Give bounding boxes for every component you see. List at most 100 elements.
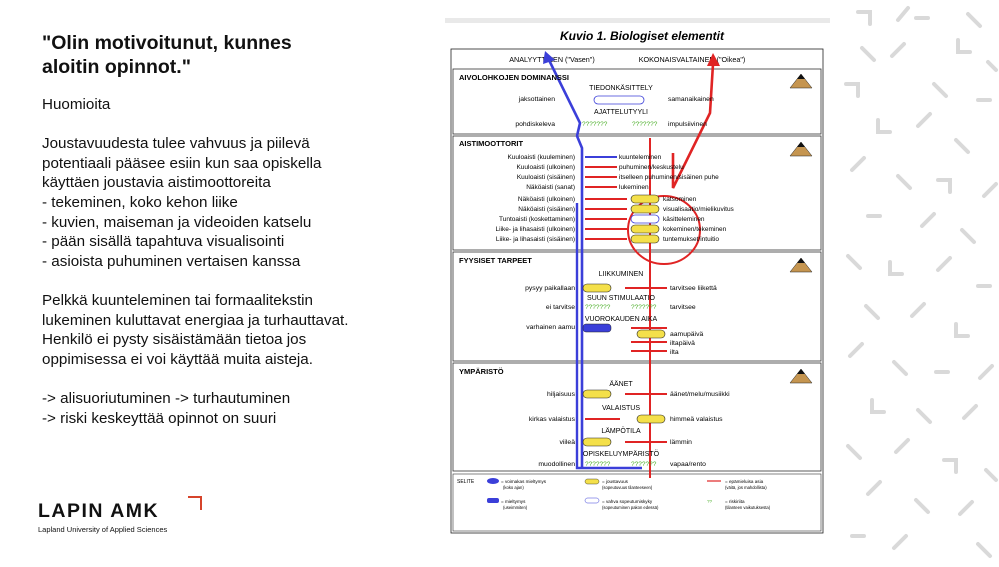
legend-text: (sopeutuminen pakon edessä) (602, 505, 659, 510)
suun-right: tarvitsee (670, 304, 696, 311)
chevron-icon (850, 156, 866, 172)
red-arrowhead (707, 53, 720, 66)
legend-text: (useimmiten) (503, 505, 528, 510)
chevron-icon (956, 38, 972, 54)
decorative-pattern (838, 0, 999, 562)
pyramid-icon (789, 73, 813, 89)
body-line: lukeminen kuluttavat energiaa ja turhaut… (42, 311, 349, 329)
section-box-1 (452, 68, 822, 135)
body-line: käyttäen joustavia aistimoottoreita (42, 174, 271, 192)
yellow-bar (636, 329, 666, 339)
figure-top-bar (445, 18, 830, 23)
red-highlight-circle (627, 195, 701, 265)
sense-row: Liike- ja lihasaisti (ulkoinen) kokemine… (496, 224, 727, 234)
yellow-bar (582, 437, 612, 447)
chevron-icon (866, 480, 882, 496)
svg-text:visualisaatio/mielikuvitus: visualisaatio/mielikuvitus (663, 206, 735, 213)
body-line: Henkilö ei pysty sisäistämään tietoa jos (42, 331, 307, 349)
sense-row: Näköaisti (ulkoinen) katsominen (518, 194, 697, 204)
legend-text: (väitä, jos mahdollista) (725, 485, 767, 490)
blue-outline-bar (593, 95, 645, 105)
biological-elements-figure: Kuvio 1. Biologiset elementit ANALYYTTIN… (445, 18, 830, 536)
section-4-title: YMPÄRISTÖ (459, 367, 504, 376)
val-left: kirkas valaistus (529, 416, 576, 423)
chevron-icon (962, 404, 978, 420)
opi-left: muodollinen (538, 461, 575, 468)
sense-row: Kuuloaisti (ulkoinen) puhuminen/keskuste… (516, 164, 684, 171)
lampotila-label: LÄMPÖTILA (601, 427, 641, 435)
svg-text:Kuuloaisti (kuuleminen): Kuuloaisti (kuuleminen) (507, 154, 575, 161)
svg-text:kuunteleminen: kuunteleminen (619, 154, 662, 161)
suun-left: ei tarvitse (546, 304, 575, 311)
chevron-icon (896, 174, 912, 190)
title-line-1: "Olin motivoitunut, kunnes (42, 32, 292, 54)
chevron-icon (894, 438, 910, 454)
legend-swatch-preference (487, 498, 499, 503)
liike-right: tarvitsee liikettä (670, 285, 717, 292)
section-1-title: AIVOLOHKOJEN DOMINANSSI (459, 73, 569, 82)
svg-text:katsominen: katsominen (663, 196, 697, 203)
slide-body: Huomioita Joustavuudesta tulee vahvuus j… (42, 95, 432, 428)
legend-swatch-flexibility (584, 478, 600, 485)
logo-subtitle: Lapland University of Applied Sciences (38, 525, 168, 534)
suun-label: SUUN STIMULAATIO (587, 295, 655, 302)
chevron-icon (870, 398, 886, 414)
body-line: - tekeminen, koko kehon liike (42, 193, 238, 211)
body-line: Pelkkä kuunteleminen tai formaalitekstin (42, 291, 313, 309)
chevron-icon (846, 254, 862, 270)
blue-bottom-line (575, 203, 642, 470)
chevron-icon (936, 178, 952, 194)
yellow-bar (582, 283, 612, 293)
body-line: - kuvien, maiseman ja videoiden katselu (42, 213, 312, 231)
section-box-2 (452, 135, 822, 251)
chevron-icon (916, 112, 932, 128)
section-box-4 (452, 362, 822, 472)
legend-text: (sopeutuvuus tilanteeseen) (602, 485, 653, 490)
decorative-pattern-svg (844, 6, 998, 558)
label-bg (590, 82, 650, 93)
body-spacer (42, 369, 432, 389)
body-line: - pään sisällä tapahtuva visualisointi (42, 233, 285, 251)
sense-row: Näköaisti (sisäinen) visualisaatio/mieli… (518, 204, 735, 214)
chevron-icon (890, 42, 906, 58)
chevron-icon (848, 342, 864, 358)
legend-title: SELITE (457, 479, 475, 485)
hatched-bar (582, 323, 612, 333)
chevron-icon (982, 182, 998, 198)
svg-text:Liike- ja lihasaisti (ulkoinen: Liike- ja lihasaisti (ulkoinen) (496, 226, 575, 233)
body-line: -> alisuoriutuminen -> turhautuminen (42, 389, 291, 407)
legend-text: (koko ajan) (503, 485, 524, 490)
legend-text: = riskiriita (725, 499, 745, 504)
legend-swatch-adaptability (584, 497, 600, 504)
pyramid-icon (789, 368, 813, 384)
blue-arrowhead (543, 51, 555, 64)
s1-right-2: impulsiivinen (668, 121, 707, 128)
red-main-line (671, 63, 715, 189)
chevron-icon (920, 212, 936, 228)
body-line: potentiaali pääsee esiin kun saa opiskel… (42, 154, 322, 172)
chevron-icon (844, 82, 860, 98)
chevron-icon (916, 408, 932, 424)
s1-right-1: samanaikainen (668, 96, 714, 103)
aanet-label: ÄÄNET (609, 380, 633, 388)
vuoro-left: varhainen aamu (526, 324, 575, 331)
legend-text: = voimakas mieltymys (501, 479, 547, 484)
liike-left: pysyy paikallaan (525, 285, 575, 292)
svg-text:Tuntoaisti (koskettaminen): Tuntoaisti (koskettaminen) (499, 216, 575, 223)
legend-swatch-question: ?? (707, 499, 713, 504)
chevron-icon (942, 458, 958, 474)
question-marks: ??????? (632, 121, 658, 128)
chevron-icon (986, 60, 998, 72)
svg-text:Näköaisti (sanat): Näköaisti (sanat) (526, 184, 575, 191)
chevron-icon (954, 138, 970, 154)
valaistus-label: VALAISTUS (602, 405, 640, 412)
ajattelutyyli-label: AJATTELUTYYLI (594, 109, 648, 116)
s1-left-2: pohdiskeleva (515, 121, 555, 128)
chevron-icon (910, 302, 926, 318)
blue-main-line (546, 57, 584, 468)
vuorokauden-label: VUOROKAUDEN AIKA (585, 316, 658, 323)
question-marks: ??????? (585, 461, 611, 468)
sense-row: Kuuloaisti (kuuleminen) kuunteleminen (507, 154, 661, 161)
section-3-title: FYYSISET TARPEET (459, 256, 532, 265)
svg-text:Näköaisti (ulkoinen): Näköaisti (ulkoinen) (518, 196, 575, 203)
